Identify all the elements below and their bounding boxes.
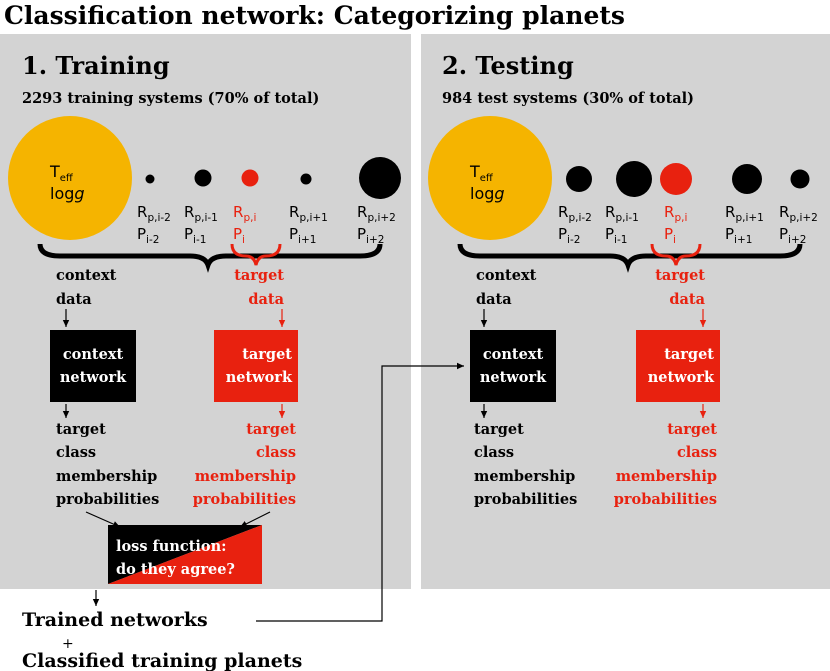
test-target-data-label-1: target [655,267,705,284]
target-network-label-2: network [226,369,293,386]
testing-planet-label-p-0: Pi-2 [558,225,580,246]
testing-planet-label-p-2: Pi [664,225,676,246]
testing-heading: 2. Testing [442,51,574,80]
testing-planet-label-r-1: Rp,i-1 [605,203,639,224]
test-target-network-label-1: target [664,346,714,363]
training-planet-labels: Rp,i-2Pi-2 Rp,i-1Pi-1 Rp,iPi Rp,i+1Pi+1 Rp,i… [137,203,396,246]
planet-i-minus-2 [145,174,155,184]
loss-box-line-1: loss function: [116,538,226,555]
test-context-output-line-3: membership [474,468,575,485]
test-context-network-label-2: network [480,369,547,386]
target-data-label-2: data [248,291,284,308]
arrow-context-output-to-loss [85,511,121,528]
test-target-network-box [636,330,720,402]
test-planet-i-target [660,163,692,195]
test-host-star-circle [428,116,552,240]
training-planet-label-p-4: Pi+2 [357,225,384,246]
test-star-logg-label: logg [470,184,505,203]
arrow-target-output-to-loss [239,511,271,528]
test-context-output-line-1: target [474,421,524,438]
training-planet-label-r-2: Rp,i [233,203,256,224]
testing-planet-label-r-4: Rp,i+2 [779,203,818,224]
test-planet-i-plus-1 [732,164,762,194]
training-planet-label-r-4: Rp,i+2 [357,203,396,224]
planet-i-minus-1 [194,169,212,187]
training-planet-label-r-1: Rp,i-1 [184,203,218,224]
test-context-data-label-1: context [476,267,537,284]
test-target-data-label-2: data [669,291,705,308]
context-output-line-1: target [56,421,106,438]
training-planet-label-p-2: Pi [233,225,245,246]
page-title: Classification network: Categorizing pla… [4,1,625,30]
test-planet-i-minus-1 [616,161,652,197]
test-target-output-line-4: probabilities [614,491,717,508]
target-output-line-3: membership [195,468,296,485]
plus-sign: + [62,636,74,652]
test-planet-i-minus-2 [566,166,592,192]
training-planet-label-r-0: Rp,i-2 [137,203,171,224]
test-target-brace [650,243,702,266]
training-heading: 1. Training [22,51,170,80]
testing-planet-label-p-1: Pi-1 [605,225,627,246]
target-output-line-2: class [256,444,296,461]
loss-box-red-half [108,525,262,584]
context-brace [37,243,383,273]
context-data-label-1: context [56,267,117,284]
star-teff-label: Teff [49,162,74,184]
target-output-line-4: probabilities [193,491,296,508]
trained-networks-label: Trained networks [22,609,208,631]
training-planet-label-p-3: Pi+1 [289,225,316,246]
test-context-network-label-1: context [483,346,544,363]
test-target-output-line-3: membership [616,468,717,485]
testing-subtitle: 984 test systems (30% of total) [442,90,694,107]
context-data-label-2: data [56,291,92,308]
test-target-network-label-2: network [648,369,715,386]
host-star-circle [8,116,132,240]
loss-box-line-2: do they agree? [116,561,235,578]
test-context-output-line-2: class [474,444,514,461]
training-planet-label-p-0: Pi-2 [137,225,159,246]
target-data-label-1: target [234,267,284,284]
arrow-trained-to-test-network [256,362,464,622]
context-output-line-3: membership [56,468,157,485]
context-output-line-4: probabilities [56,491,159,508]
test-target-output-line-1: target [667,421,717,438]
target-output-line-1: target [246,421,296,438]
testing-planet-label-p-3: Pi+1 [725,225,752,246]
context-output-line-2: class [56,444,96,461]
star-logg-label: logg [50,184,85,203]
training-planet-label-p-1: Pi-1 [184,225,206,246]
testing-planet-label-p-4: Pi+2 [779,225,806,246]
test-target-output-line-2: class [677,444,717,461]
target-network-label-1: target [242,346,292,363]
test-context-output-line-4: probabilities [474,491,577,508]
test-context-data-label-2: data [476,291,512,308]
target-brace [230,243,282,266]
testing-panel: 2. Testing 984 test systems (30% of tota… [421,34,830,589]
testing-planet-label-r-2: Rp,i [664,203,687,224]
test-context-brace [457,243,803,273]
testing-planet-label-r-3: Rp,i+1 [725,203,764,224]
training-planet-label-r-3: Rp,i+1 [289,203,328,224]
context-network-label-2: network [60,369,127,386]
training-panel: 1. Training 2293 training systems (70% o… [0,34,411,589]
target-network-box [214,330,298,402]
testing-planet-labels: Rp,i-2Pi-2 Rp,i-1Pi-1 Rp,iPi Rp,i+1Pi+1 Rp,i… [558,203,818,246]
context-network-label-1: context [63,346,124,363]
context-network-box [50,330,136,402]
planet-i-plus-1 [300,173,312,185]
testing-planet-label-r-0: Rp,i-2 [558,203,592,224]
classified-planets-label: Classified training planets [22,650,302,671]
test-star-teff-label: Teff [469,162,494,184]
training-subtitle: 2293 training systems (70% of total) [22,90,319,107]
planet-i-plus-2 [359,157,401,199]
planet-i-target [241,169,259,187]
test-planet-i-plus-2 [790,169,810,189]
test-context-network-box [470,330,556,402]
